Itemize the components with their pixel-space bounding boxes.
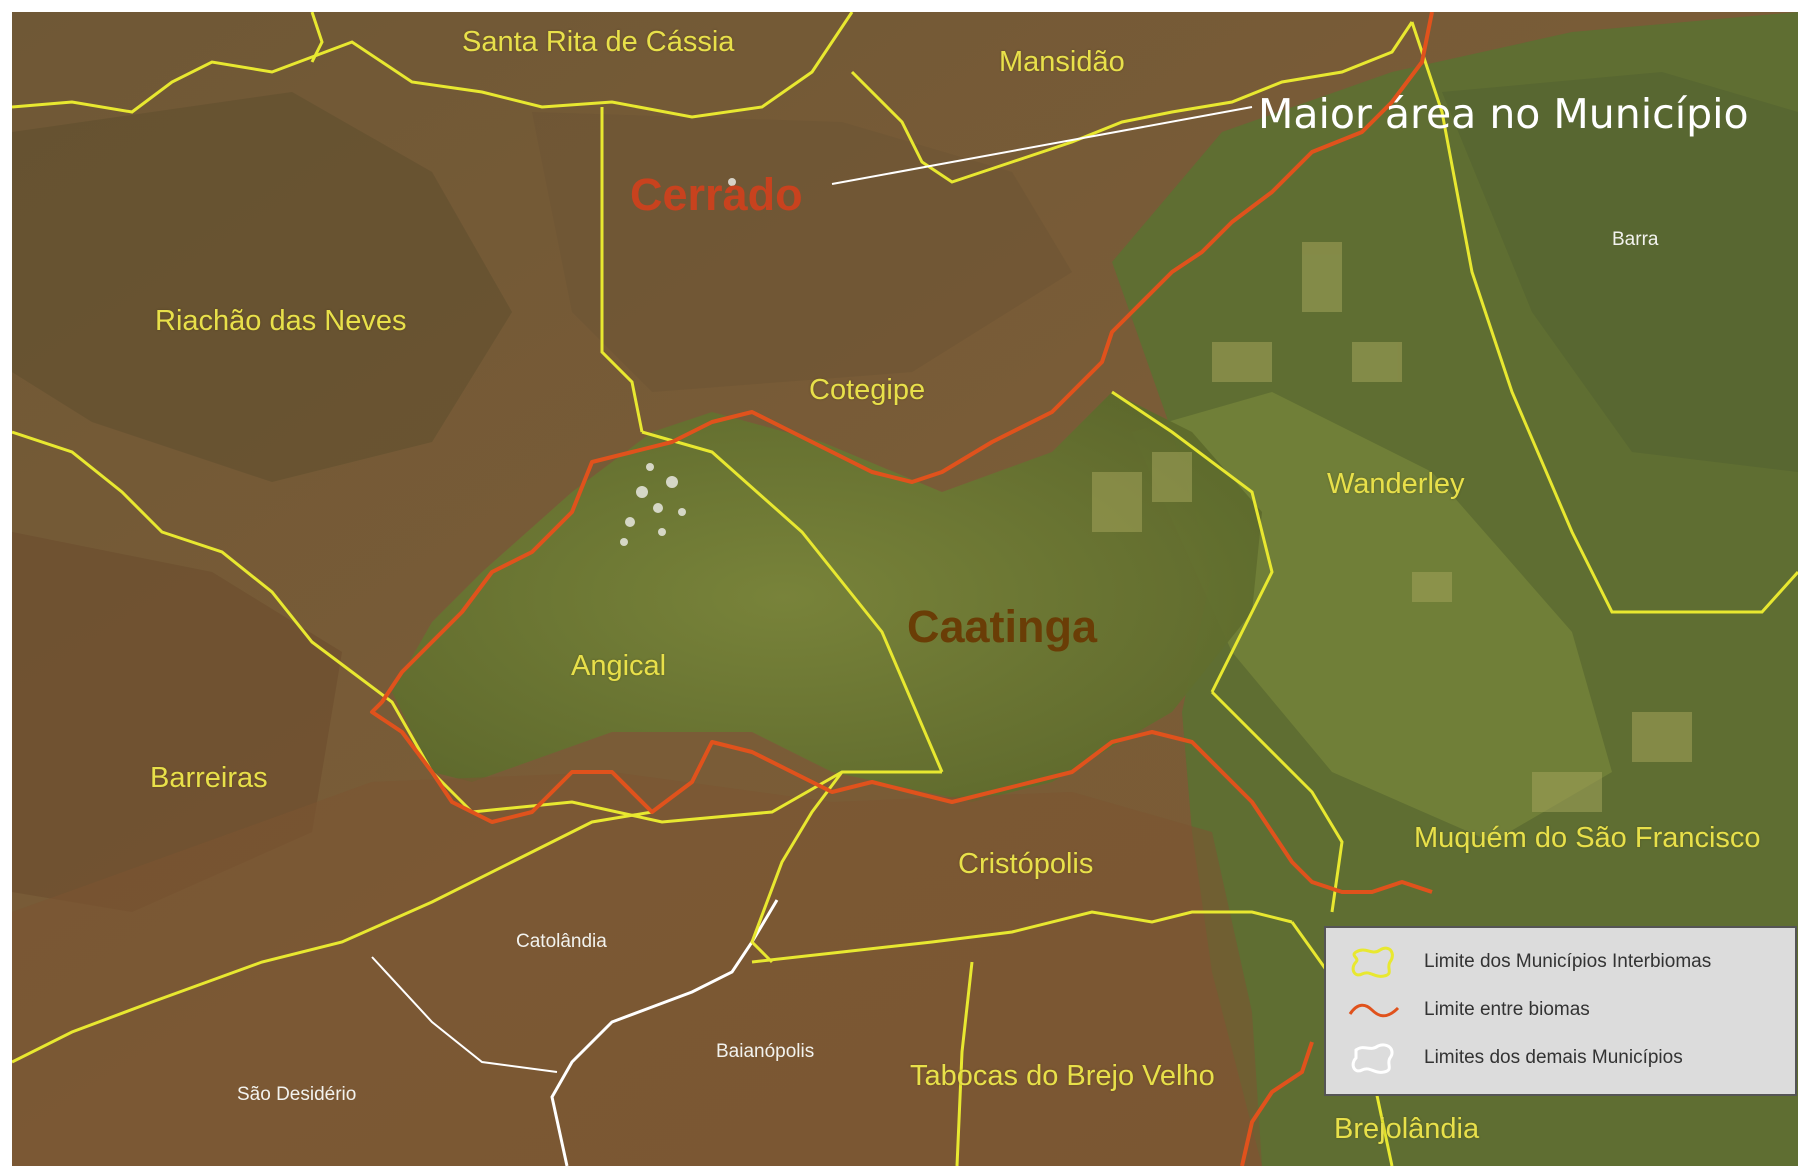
satellite-map[interactable] <box>12 12 1798 1166</box>
label-riachao-das-neves: Riachão das Neves <box>155 305 407 337</box>
label-muquem-do-sao-francisco: Muquém do São Francisco <box>1414 822 1761 854</box>
settlement-dots <box>620 178 736 546</box>
other-limits-swatch-icon <box>1351 1043 1394 1074</box>
label-angical: Angical <box>571 650 667 682</box>
label-biome-cerrado: Cerrado <box>630 169 803 220</box>
label-biome-caatinga: Caatinga <box>907 601 1098 652</box>
label-barreiras: Barreiras <box>150 762 268 794</box>
ground-east-light <box>1442 72 1798 472</box>
map-frame[interactable]: Santa Rita de Cássia Mansidão Barra Cerr… <box>12 12 1798 1166</box>
field-patches <box>1092 242 1692 812</box>
legend-item-interbiome: Limite dos Municípios Interbiomas <box>1346 942 1711 982</box>
ground-patch <box>12 532 342 912</box>
label-baianopolis: Baianópolis <box>716 1041 815 1062</box>
map-legend: Limite dos Municípios Interbiomas Limite… <box>1324 926 1797 1096</box>
label-santa-rita-de-cassia: Santa Rita de Cássia <box>462 26 735 58</box>
legend-label: Limite entre biomas <box>1424 999 1590 1020</box>
biome-limit <box>370 12 1434 894</box>
ground-caatinga <box>392 392 1262 802</box>
label-wanderley: Wanderley <box>1327 468 1465 500</box>
other-municipal-limits <box>371 899 779 1166</box>
label-cristopolis: Cristópolis <box>958 848 1094 880</box>
ground-south <box>12 772 1262 1166</box>
ground-patch <box>12 92 512 482</box>
interbiome-limit-swatch-icon <box>1351 946 1394 978</box>
legend-item-biome-limit: Limite entre biomas <box>1346 990 1590 1030</box>
label-catolandia: Catolândia <box>516 931 607 952</box>
biome-limit-swatch-icon <box>1348 1003 1400 1018</box>
biome-limit <box>1240 1041 1314 1166</box>
callout-leader-line <box>831 106 1253 185</box>
callout-text: Maior área no Município <box>1258 90 1749 138</box>
label-mansidao: Mansidão <box>999 46 1125 78</box>
label-tabocas-do-brejo-velho: Tabocas do Brejo Velho <box>910 1060 1215 1092</box>
legend-label: Limite dos Municípios Interbiomas <box>1424 951 1712 972</box>
legend-label: Limites dos demais Municípios <box>1424 1047 1683 1068</box>
label-cotegipe: Cotegipe <box>809 374 926 406</box>
legend-item-other-limits: Limites dos demais Municípios <box>1346 1038 1683 1078</box>
label-barra: Barra <box>1612 229 1659 250</box>
ground-patch <box>532 112 1072 392</box>
label-sao-desiderio: São Desidério <box>237 1084 357 1105</box>
interbiome-municipal-limits <box>12 12 1798 1166</box>
label-brejolandia: Brejolândia <box>1334 1113 1480 1145</box>
